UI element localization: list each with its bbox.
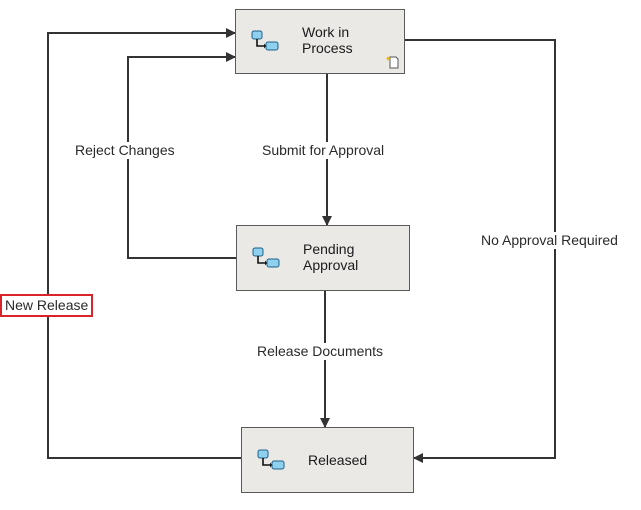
state-label: Released bbox=[308, 452, 368, 468]
transition-label-submit-for-approval[interactable]: Submit for Approval bbox=[260, 142, 387, 159]
workflow-state-icon bbox=[257, 449, 285, 470]
connector-new-release bbox=[47, 28, 241, 459]
transition-label-no-approval-required[interactable]: No Approval Required bbox=[479, 232, 620, 249]
state-pending-approval[interactable]: Pending Approval bbox=[236, 225, 410, 291]
state-label: Pending Approval bbox=[303, 241, 359, 273]
state-label: Work in Process bbox=[302, 24, 353, 56]
connector-no-approval-required bbox=[405, 39, 556, 463]
transition-label-release-documents[interactable]: Release Documents bbox=[255, 343, 386, 360]
state-work-in-process[interactable]: Work in Process bbox=[235, 9, 405, 74]
transition-label-reject-changes[interactable]: Reject Changes bbox=[73, 142, 177, 159]
transition-label-new-release[interactable]: New Release bbox=[0, 294, 94, 317]
workflow-state-icon bbox=[252, 247, 280, 268]
state-released[interactable]: Released bbox=[241, 427, 414, 493]
workflow-state-icon bbox=[251, 30, 279, 51]
new-document-icon bbox=[386, 56, 399, 69]
